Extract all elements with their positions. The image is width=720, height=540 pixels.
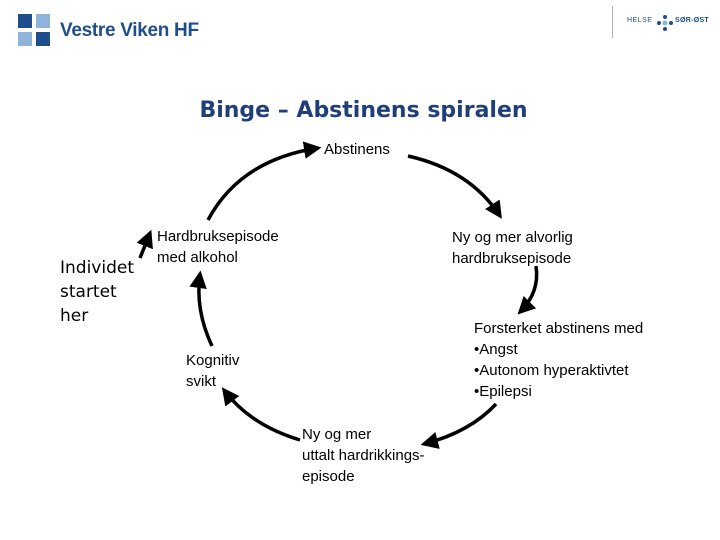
vestre-viken-logo: Vestre Viken HF [18, 12, 199, 52]
sor-ost-text: SØR-ØST [675, 17, 709, 24]
arrow-hardbruk-to-abstinens [206, 141, 322, 221]
cross-logo-icon [18, 14, 50, 46]
node-ny-alvorlig-line: Ny og mer alvorlig [452, 229, 573, 246]
node-individet-line: Individet [60, 258, 135, 278]
helse-text: HELSE [627, 17, 653, 24]
org-name-left: Vestre Viken HF [60, 20, 199, 41]
node-ny-alvorlig: Ny og mer alvorlig hardbruksepisode [452, 227, 573, 269]
node-ny-alvorlig-line: hardbruksepisode [452, 250, 572, 267]
node-ny-uttalt-line: uttalt hardrikkings- [302, 447, 425, 464]
arrow-kognitiv-to-hardbruk [189, 270, 214, 347]
helse-sor-ost-logo: HELSE SØR-ØST [612, 6, 713, 38]
arrow-forsterket-to-ny-uttalt [420, 402, 498, 449]
node-ny-uttalt-line: Ny og mer [302, 426, 372, 443]
arrow-individet-to-hardbruk [136, 229, 153, 259]
node-kognitiv-line: Kognitiv [186, 352, 240, 369]
node-hardbruk-line: med alkohol [157, 249, 238, 266]
node-individet-line: her [60, 306, 89, 326]
node-individet-line: startet [60, 282, 117, 302]
node-individet: Individet startet her [60, 256, 134, 328]
node-hardbruk-line: Hardbruksepisode [157, 228, 279, 245]
arrow-ny-uttalt-to-kognitiv [221, 387, 301, 442]
node-forsterket-bullet: •Angst [474, 341, 518, 358]
page-title: Binge – Abstinens spiralen [199, 98, 528, 123]
node-forsterket-bullet: •Epilepsi [474, 383, 532, 400]
node-kognitiv: Kognitiv svikt [186, 350, 239, 392]
node-ny-uttalt: Ny og mer uttalt hardrikkings- episode [302, 424, 425, 487]
node-forsterket: Forsterket abstinens med •Angst •Autonom… [474, 318, 643, 402]
node-forsterket-bullet: •Autonom hyperaktivtet [474, 362, 629, 379]
node-abstinens: Abstinens [324, 141, 390, 158]
arrow-abstinens-to-ny-alvorlig [407, 154, 502, 219]
node-hardbruk: Hardbruksepisode med alkohol [157, 226, 279, 268]
node-ny-uttalt-line: episode [302, 468, 355, 485]
arrow-ny-alvorlig-to-forsterket [517, 265, 539, 315]
node-forsterket-line: Forsterket abstinens med [474, 320, 644, 337]
node-kognitiv-line: svikt [186, 373, 216, 390]
dots-logo-icon [657, 15, 673, 31]
